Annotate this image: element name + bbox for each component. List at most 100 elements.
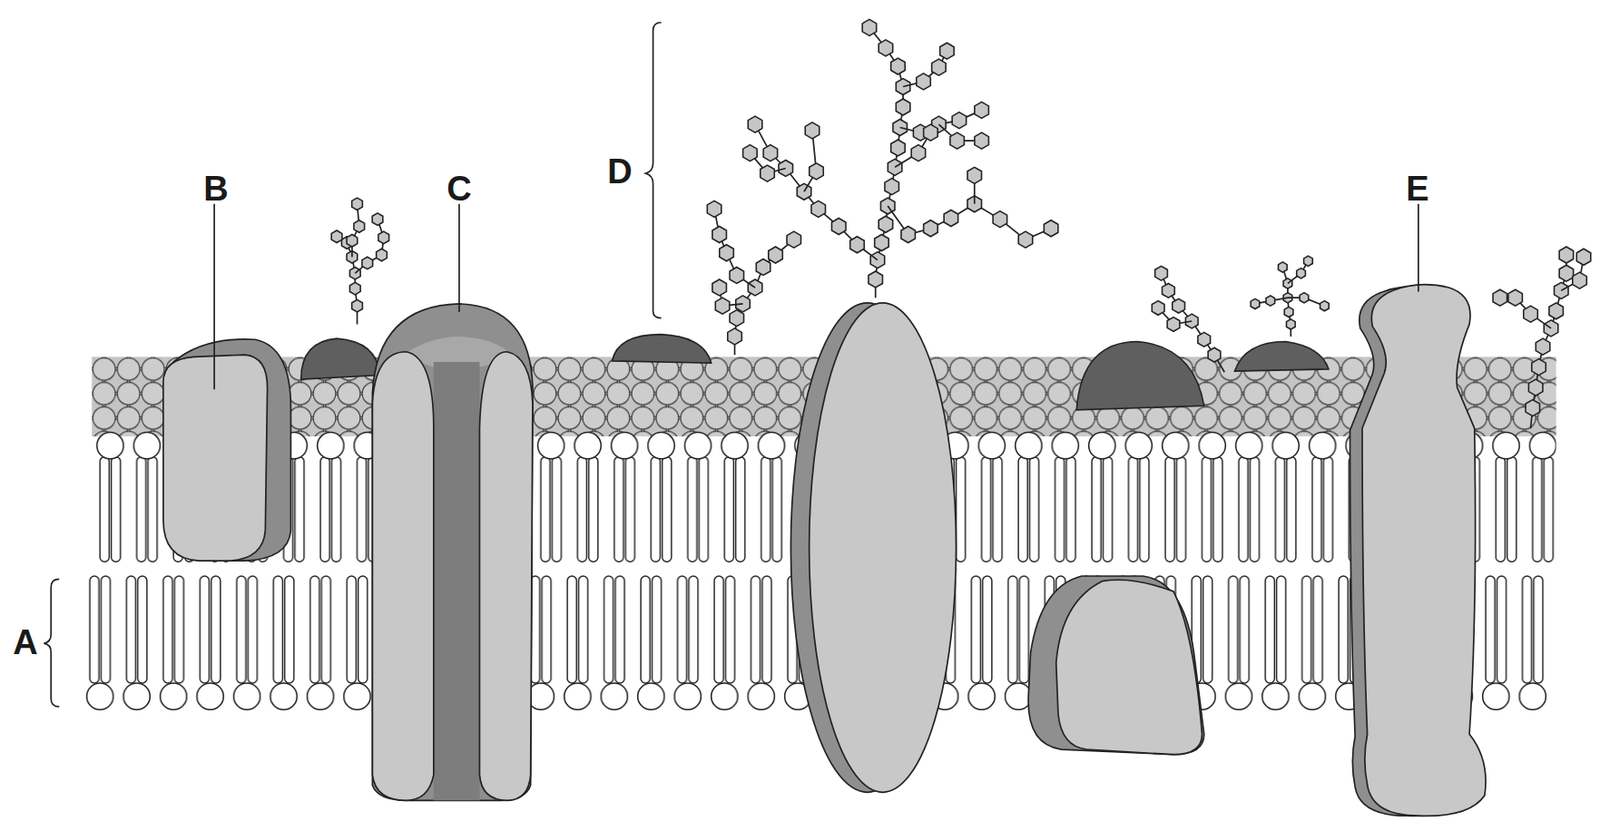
sugar-unit bbox=[1531, 359, 1547, 376]
sugar-link bbox=[735, 239, 795, 355]
sugar-unit bbox=[1525, 400, 1541, 417]
sugar-unit bbox=[1167, 317, 1180, 333]
sugar-unit bbox=[891, 139, 906, 157]
sugar-unit bbox=[1197, 332, 1211, 347]
sugar-link bbox=[900, 109, 982, 133]
sugar-unit bbox=[349, 282, 361, 295]
bracket bbox=[646, 22, 662, 319]
sugar-unit bbox=[1250, 298, 1260, 309]
sugar-unit bbox=[1320, 301, 1330, 312]
sugar-unit bbox=[1162, 283, 1176, 298]
sugar-unit bbox=[878, 215, 894, 233]
leader-line bbox=[1417, 204, 1420, 293]
sugar-unit bbox=[747, 279, 763, 296]
part-label: E bbox=[1405, 171, 1429, 207]
sugar-link bbox=[714, 208, 756, 288]
sugar-unit bbox=[715, 297, 730, 315]
sugar-unit bbox=[362, 256, 374, 269]
sugar-link bbox=[755, 124, 878, 260]
sugar-unit bbox=[1576, 248, 1591, 266]
sugar-unit bbox=[1043, 220, 1059, 237]
sugar-unit bbox=[932, 58, 947, 76]
sugar-unit bbox=[923, 220, 939, 237]
sugar-unit bbox=[831, 218, 846, 236]
sugar-unit bbox=[943, 210, 959, 227]
sugar-unit bbox=[719, 245, 735, 262]
protein-e bbox=[1350, 284, 1487, 817]
part-label: A bbox=[12, 625, 38, 660]
sugar-link bbox=[804, 130, 816, 192]
sugar-unit bbox=[891, 58, 906, 75]
sugar-unit bbox=[1535, 338, 1551, 355]
sugar-unit bbox=[874, 235, 890, 252]
sugar-link bbox=[1500, 297, 1551, 329]
sugar-unit bbox=[1572, 272, 1588, 289]
sugar-unit bbox=[331, 230, 343, 243]
sugar-unit bbox=[727, 328, 743, 345]
sugar-unit bbox=[940, 42, 955, 59]
protein-b bbox=[163, 339, 292, 561]
sugar-unit bbox=[1266, 295, 1276, 306]
sugar-unit bbox=[884, 178, 900, 196]
sugar-unit bbox=[1285, 319, 1296, 330]
sugar-unit bbox=[1304, 255, 1314, 266]
sugar-unit bbox=[916, 73, 932, 90]
sugar-unit bbox=[768, 246, 784, 264]
sugar-unit bbox=[743, 145, 758, 162]
peripheral-protein-bottom bbox=[1028, 576, 1205, 756]
leader-lines bbox=[43, 22, 1419, 707]
sugar-unit bbox=[974, 101, 990, 118]
sugar-unit bbox=[378, 231, 390, 244]
sugar-unit bbox=[706, 200, 722, 217]
sugar-unit bbox=[1559, 246, 1574, 264]
sugar-unit bbox=[901, 226, 916, 244]
sugar-link bbox=[336, 236, 357, 325]
sugar-unit bbox=[809, 163, 825, 180]
bracket bbox=[43, 579, 59, 707]
sugar-unit bbox=[346, 235, 358, 247]
sugar-unit bbox=[862, 19, 877, 36]
carbohydrate-chains bbox=[331, 19, 1591, 429]
sugar-unit bbox=[352, 197, 364, 210]
leader-line bbox=[458, 204, 461, 313]
sugar-unit bbox=[850, 236, 865, 254]
part-label: C bbox=[446, 171, 472, 207]
sugar-unit bbox=[923, 124, 939, 141]
part-label: D bbox=[607, 154, 632, 189]
sugar-unit bbox=[747, 116, 763, 133]
sugar-link bbox=[1161, 273, 1226, 373]
sugar-unit bbox=[786, 231, 802, 248]
sugar-unit bbox=[755, 258, 771, 275]
sugar-unit bbox=[353, 220, 365, 233]
sugar-unit bbox=[992, 211, 1008, 228]
sugar-unit bbox=[1018, 231, 1033, 248]
sugar-unit bbox=[1549, 303, 1564, 320]
sugar-unit bbox=[1299, 293, 1309, 304]
sugar-unit bbox=[712, 279, 727, 296]
sugar-unit bbox=[895, 98, 911, 116]
glycoprotein bbox=[790, 303, 956, 793]
sugar-unit bbox=[1207, 347, 1221, 363]
sugar-unit bbox=[878, 39, 894, 57]
sugar-unit bbox=[1172, 298, 1186, 314]
sugar-unit bbox=[760, 165, 776, 182]
sugar-unit bbox=[1277, 262, 1287, 273]
sugar-unit bbox=[1283, 278, 1293, 289]
sugar-unit bbox=[729, 310, 745, 327]
sugar-unit bbox=[868, 271, 884, 288]
part-label: B bbox=[203, 171, 228, 207]
sugar-unit bbox=[1151, 301, 1165, 316]
sugar-unit bbox=[763, 145, 778, 162]
sugar-unit bbox=[811, 200, 826, 217]
sugar-unit bbox=[804, 122, 820, 139]
sugar-unit bbox=[352, 299, 364, 312]
sugar-unit bbox=[1296, 268, 1306, 279]
sugar-unit bbox=[967, 166, 982, 184]
channel-protein-c bbox=[372, 304, 533, 801]
sugar-unit bbox=[376, 248, 388, 261]
sugar-unit bbox=[1559, 265, 1574, 282]
sugar-unit bbox=[729, 266, 745, 284]
sugar-unit bbox=[1508, 289, 1523, 306]
